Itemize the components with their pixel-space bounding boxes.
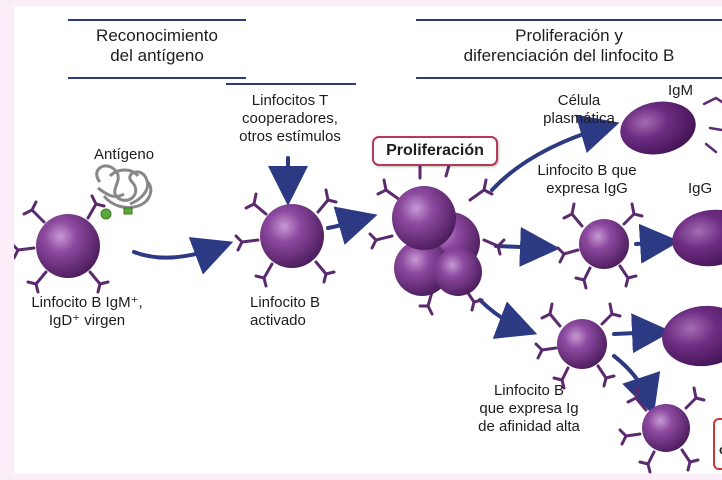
top-frame-band — [0, 0, 722, 6]
label-plasma: Célula plasmática — [524, 92, 634, 128]
label-high-affinity-line3: de afinidad alta — [478, 418, 580, 435]
arrow-high-to-plasma — [612, 313, 672, 354]
header-proliferation-line1: Proliferación y — [515, 26, 623, 45]
label-activated-line2: activado — [250, 312, 306, 329]
label-high-affinity: Linfocito B que expresa Ig de afinidad a… — [458, 382, 600, 436]
label-igg-cell-line2: expresa IgG — [546, 180, 628, 197]
label-naive-cell-line1: Linfocito B IgM⁺, — [31, 294, 143, 311]
proliferation-box: Proliferación — [372, 136, 498, 166]
label-high-affinity-line1: Linfocito B — [493, 382, 565, 399]
header-recognition-line1: Reconocimiento — [96, 26, 218, 45]
b-cell-naive — [10, 194, 110, 294]
arrows — [132, 114, 680, 416]
header-recognition: Reconocimiento del antígeno — [68, 26, 246, 66]
arrow-high-to-memory — [612, 354, 661, 416]
header-proliferation-lines — [416, 19, 722, 79]
left-frame-band — [0, 0, 14, 480]
antigen-illustration — [95, 164, 153, 220]
label-activated-line1: Linfocito B — [250, 294, 321, 311]
b-cell-memory — [618, 386, 706, 474]
arrow-igg-to-plasma — [634, 223, 680, 264]
plasma-cell-top — [620, 101, 696, 155]
label-plasma-line2: plasmática — [543, 110, 615, 127]
label-antigen: Antígeno — [94, 146, 155, 163]
arrow-to-plasma — [490, 114, 620, 192]
label-naive-cell: Linfocito B IgM⁺, IgD⁺ virgen — [18, 294, 156, 330]
label-helper: Linfocitos T cooperadores, otros estímul… — [222, 92, 358, 146]
label-activated: Linfocito B activado — [250, 294, 320, 330]
b-cells — [10, 154, 706, 474]
cut-off-label-box: c — [713, 418, 722, 470]
plasma-cell-lower — [662, 305, 722, 367]
bottom-frame-band — [0, 474, 722, 480]
b-cell-cluster — [368, 154, 506, 316]
label-igg: IgG — [688, 180, 713, 197]
arrow-to-igg-cell — [494, 226, 560, 267]
b-cell-activated — [234, 188, 338, 288]
plasma-cell-middle — [672, 209, 722, 267]
label-igm: IgM — [668, 82, 694, 99]
label-helper-line1: Linfocitos T — [251, 92, 329, 109]
label-helper-line2: cooperadores, — [242, 110, 338, 127]
label-igg-cell-line1: Linfocito B que — [537, 162, 637, 179]
b-cell-igg — [556, 202, 644, 290]
label-naive-cell-line2: IgD⁺ virgen — [48, 312, 126, 329]
arrow-naive-to-activated — [132, 237, 234, 275]
label-plasma-line1: Célula — [557, 92, 601, 109]
b-cell-high-affinity — [534, 302, 622, 390]
header-recognition-line2: del antígeno — [110, 46, 204, 65]
plasma-cells — [620, 96, 722, 367]
arrow-activated-to-proliferation — [326, 206, 378, 245]
label-helper-line3: otros estímulos — [239, 128, 341, 145]
label-igg-cell: Linfocito B que expresa IgG — [520, 162, 654, 198]
header-recognition-lines — [68, 19, 246, 79]
cut-off-label-text: c — [719, 442, 722, 457]
header-proliferation-line2: diferenciación del linfocito B — [463, 46, 675, 65]
label-high-affinity-line2: que expresa Ig — [479, 400, 579, 417]
arrow-to-high-affinity — [478, 298, 538, 339]
header-proliferation: Proliferación y diferenciación del linfo… — [416, 26, 722, 66]
